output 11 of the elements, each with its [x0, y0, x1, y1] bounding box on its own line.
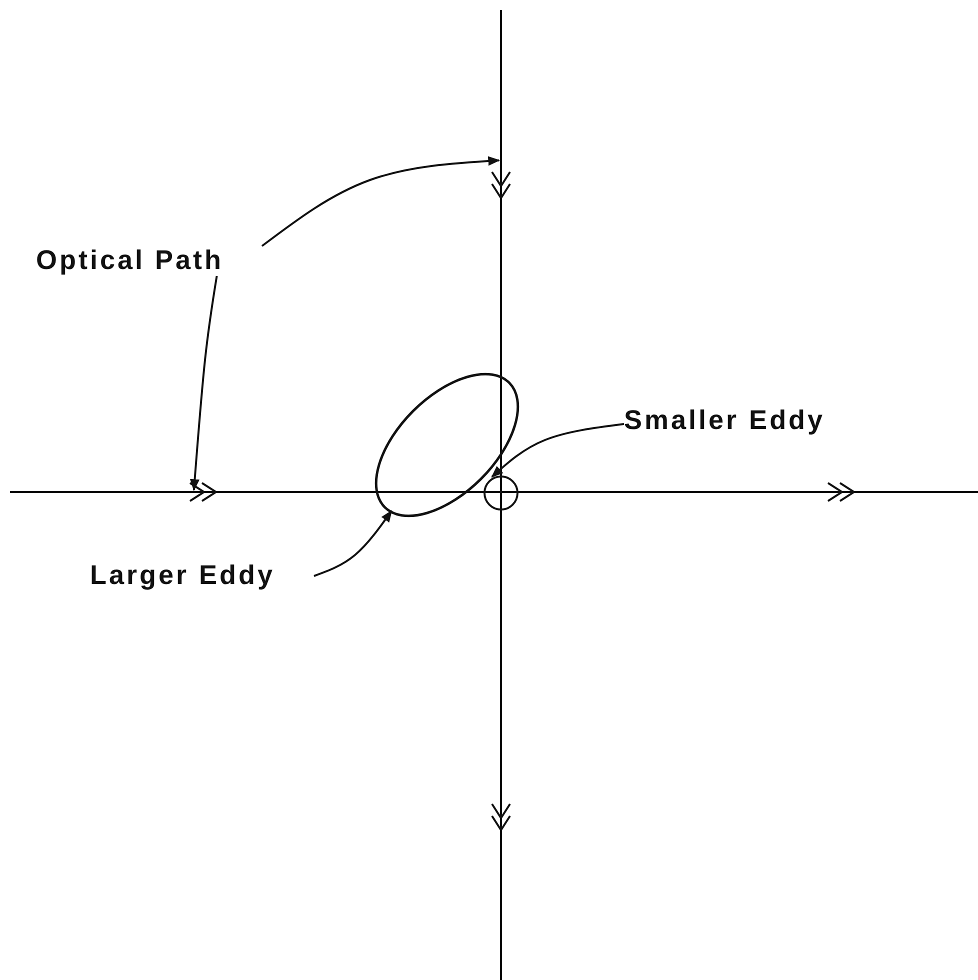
leader-line — [491, 423, 624, 478]
eddy-ellipse — [372, 370, 522, 520]
optical-path-line — [10, 491, 978, 493]
eddy-circle — [483, 475, 519, 511]
leader-line — [190, 276, 218, 492]
callout-label: Optical Path — [36, 246, 262, 274]
callout-label: Smaller Eddy — [624, 406, 870, 434]
leader-line — [314, 510, 392, 577]
leader-line — [261, 156, 500, 247]
callout-label: Larger Eddy — [90, 561, 314, 589]
optical-path-line — [500, 10, 502, 980]
